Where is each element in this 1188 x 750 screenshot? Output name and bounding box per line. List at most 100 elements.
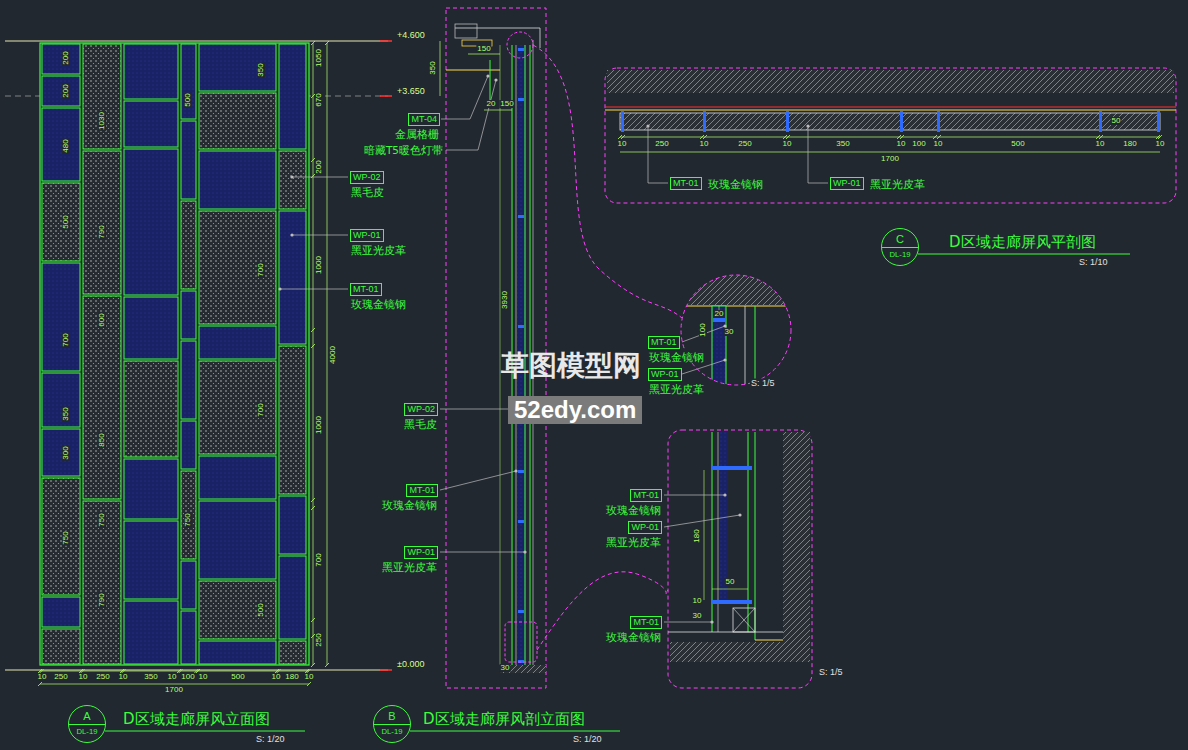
post-mark: [1157, 111, 1160, 132]
leather-panel: [181, 341, 196, 419]
level-mark: [380, 40, 392, 42]
material-code: MT-01: [630, 489, 662, 502]
blocking-cross: [733, 608, 755, 632]
dimension: 600: [98, 312, 106, 327]
dimension: 150: [499, 100, 514, 108]
ceiling-profile: [455, 24, 477, 38]
plan-boundary: [605, 68, 1176, 203]
dimension: 700: [315, 552, 323, 567]
dimension: 10: [896, 140, 907, 148]
leather-panel: [42, 108, 80, 181]
leather-panel: [42, 597, 80, 627]
dimension-line: [500, 45, 501, 665]
leather-panel: [42, 373, 80, 427]
blocking-cross: [733, 608, 755, 632]
dimension: 1700: [880, 155, 900, 163]
leader-dot: [486, 74, 489, 77]
material-tag: WP-01黑亚光皮革: [350, 229, 407, 256]
material-name: 玫瑰金镜钢: [648, 351, 705, 363]
dimension-tick: [1156, 135, 1160, 139]
dimension: 700: [62, 332, 70, 347]
dimension: 250: [315, 632, 323, 647]
dimension: 50: [725, 578, 736, 586]
dimension: 180: [693, 528, 701, 543]
fur-panel: [42, 478, 80, 595]
material-tag: MT-01玫瑰金镜钢: [670, 177, 764, 190]
dimension: 10: [699, 140, 710, 148]
dimension-line: [620, 152, 1160, 153]
material-tag: MT-04金属格栅: [394, 113, 440, 140]
leather-panel: [279, 496, 306, 554]
dimension-tick: [786, 135, 790, 139]
title-marker: BDL-19: [373, 705, 411, 743]
dimension: 500: [1010, 140, 1025, 148]
dimension: 10: [78, 673, 89, 681]
scale-note: S: 1/20: [572, 735, 603, 744]
scale-note: S: 1/5: [818, 668, 844, 677]
dimension-tick: [311, 498, 315, 502]
leader-dot: [646, 124, 649, 127]
material-name: 黑毛皮: [350, 186, 385, 198]
material-code: MT-01: [350, 283, 382, 296]
dimension: 350: [429, 60, 437, 75]
grille-line: [490, 60, 491, 100]
wall-line: [745, 306, 746, 385]
fixing-mark: [518, 98, 524, 101]
scale-note: S: 1/20: [255, 735, 286, 744]
material-code: WP-02: [350, 171, 384, 184]
dimension: 10: [782, 140, 793, 148]
ceiling-line: [446, 70, 500, 71]
title-underline: [105, 731, 305, 732]
leader-line: [664, 622, 712, 623]
dimension: 700: [257, 402, 265, 417]
scale-note: S: 1/5: [750, 379, 776, 388]
material-name: 玫瑰金镜钢: [381, 499, 438, 511]
detail-1: [681, 275, 791, 386]
dimension: 790: [98, 224, 106, 239]
view-letter: C: [882, 233, 918, 245]
leather-panel: [279, 556, 306, 639]
dimension: 10: [118, 673, 129, 681]
material-tag: WP-02 黑毛皮: [350, 171, 385, 198]
leather-panel: [124, 297, 178, 359]
dimension: 200: [62, 83, 70, 98]
material-name: 黑亚光皮革: [648, 383, 705, 395]
dimension: 10: [933, 140, 944, 148]
fixing-mark: [518, 470, 524, 473]
material-tag: MT-01 玫瑰金镜钢: [381, 484, 438, 511]
dimension: 30: [500, 664, 511, 672]
material-tag: WP-01黑亚光皮革: [605, 521, 662, 548]
leather-panel: [181, 121, 196, 199]
leader-line: [280, 289, 348, 290]
leader-line: [664, 515, 740, 527]
dimension: 250: [95, 673, 110, 681]
wall-hatch: [607, 70, 1174, 93]
fur-panel: [83, 44, 121, 149]
leader-line: [441, 76, 488, 119]
post-mark: [703, 111, 706, 132]
dimension-line: [704, 470, 705, 600]
leader-line: [446, 80, 496, 150]
leader-dot: [290, 175, 293, 178]
fur-panel: [83, 296, 121, 499]
material-tag: MT-01玫瑰金镜钢: [350, 283, 407, 310]
dimension: 1700: [164, 686, 184, 694]
detail-boundary: [668, 430, 812, 688]
fur-panel: [124, 361, 178, 457]
dimension: 180: [1122, 140, 1137, 148]
view-title: D区域走廊屏风剖立面图: [422, 712, 586, 727]
dimension: 250: [53, 673, 68, 681]
wall-line: [605, 110, 1176, 111]
scale-note: S: 1/10: [1078, 258, 1109, 267]
leather-panel: [124, 149, 178, 295]
detail-marker: [507, 32, 533, 58]
dimension: 1050: [315, 48, 323, 68]
dimension-tick: [311, 618, 315, 622]
material-name: 玫瑰金镜钢: [605, 631, 662, 643]
material-code: MT-01: [406, 484, 438, 497]
dimension-tick: [311, 328, 315, 332]
leather-panel: [199, 501, 276, 579]
wall-line: [681, 306, 791, 307]
dimension: 100: [911, 140, 926, 148]
dimension-line: [440, 41, 441, 96]
